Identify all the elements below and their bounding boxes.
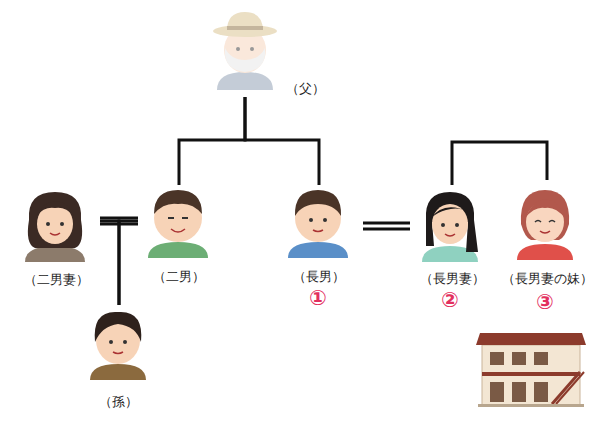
person-label: （二男妻） xyxy=(24,271,89,288)
callout-number: ① xyxy=(298,286,338,310)
person-label: （父） xyxy=(286,80,325,97)
father-figure xyxy=(213,12,277,90)
eldest-son-figure xyxy=(288,190,348,258)
family-line-stroke xyxy=(363,228,410,231)
second-son-wife-figure xyxy=(25,192,85,262)
family-line-stroke xyxy=(245,97,319,185)
person-node: （長男妻の妹） xyxy=(498,180,596,287)
person-node: （父） xyxy=(205,12,325,97)
person-node: （長男妻） xyxy=(410,185,494,287)
family-line-stroke xyxy=(100,217,138,220)
apartment-building xyxy=(476,333,586,407)
person-label: （長男） xyxy=(293,268,345,285)
family-line xyxy=(100,221,119,305)
person-label: （長男妻） xyxy=(420,270,485,287)
family-line-stroke xyxy=(119,221,138,305)
family-line-stroke xyxy=(363,222,410,225)
family-line xyxy=(245,97,319,185)
person-node: （二男妻） xyxy=(12,192,100,288)
family-line xyxy=(179,97,245,185)
callout-number: ② xyxy=(430,288,470,312)
person-node: （孫） xyxy=(78,305,158,410)
family-line-stroke xyxy=(179,97,245,185)
family-line xyxy=(452,142,547,185)
family-line-stroke xyxy=(452,142,547,185)
family-line-stroke xyxy=(100,221,119,305)
person-node: （長男） xyxy=(275,185,363,285)
sister-figure xyxy=(517,190,573,260)
family-line xyxy=(119,221,138,305)
person-label: （二男） xyxy=(153,268,205,285)
person-node: （二男） xyxy=(138,185,220,285)
grandson-figure xyxy=(90,312,146,380)
family-line xyxy=(363,223,410,229)
callout-number: ③ xyxy=(525,290,565,314)
person-label: （孫） xyxy=(99,393,138,410)
person-label: （長男妻の妹） xyxy=(502,270,593,287)
eldest-son-wife-figure xyxy=(422,192,478,262)
second-son-figure xyxy=(148,190,208,258)
